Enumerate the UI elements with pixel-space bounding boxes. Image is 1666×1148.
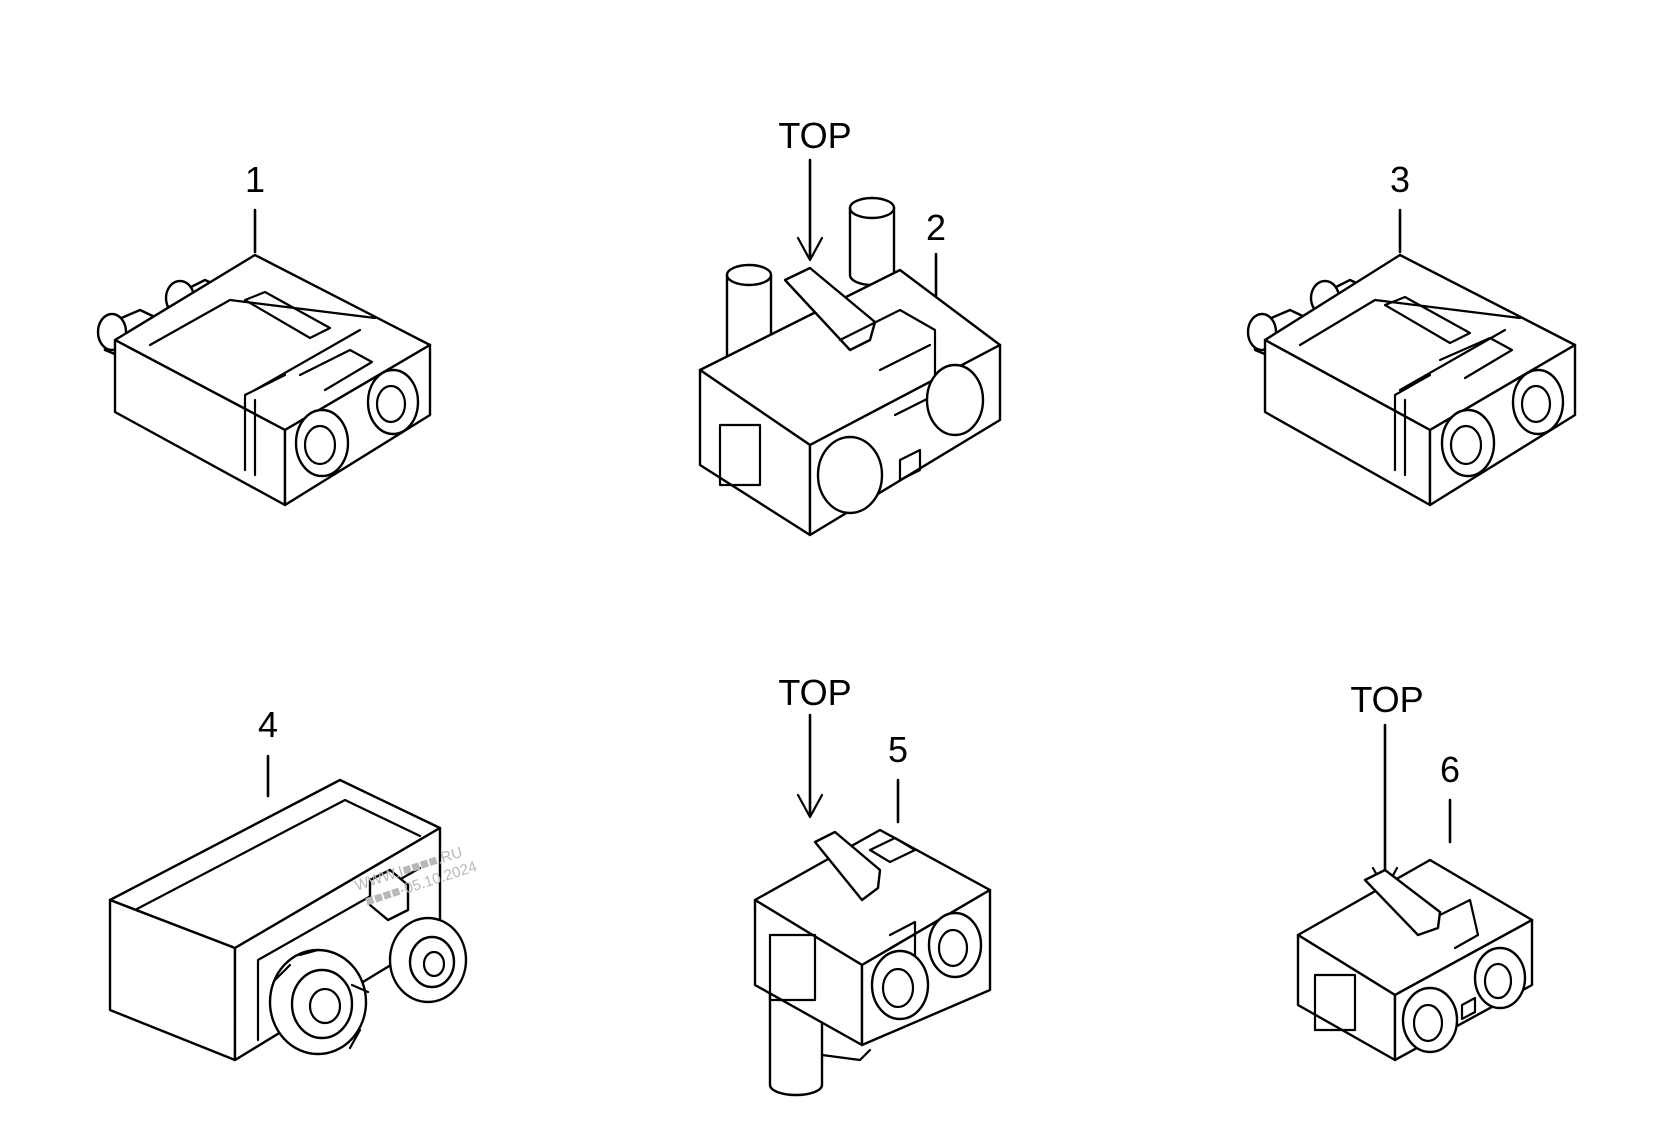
top-label-2: TOP xyxy=(778,115,851,156)
arrow-down-icon xyxy=(796,793,824,819)
part-1-group: 1 xyxy=(96,159,432,507)
callout-number-5: 5 xyxy=(888,729,908,770)
two-pin-connector-with-wires-icon xyxy=(698,196,1002,537)
callout-number-3: 3 xyxy=(1390,159,1410,200)
two-pin-connector-housing-icon xyxy=(96,253,432,507)
two-pin-connector-housing-icon xyxy=(1246,253,1577,507)
top-label-6: TOP xyxy=(1350,679,1423,720)
part-2-group: TOP 2 xyxy=(698,115,1002,537)
callout-number-4: 4 xyxy=(258,704,278,745)
part-5-group: TOP 5 xyxy=(753,672,992,1097)
top-label-5: TOP xyxy=(778,672,851,713)
part-3-group: 3 xyxy=(1246,159,1577,507)
two-pin-connector-small-icon xyxy=(1296,858,1534,1062)
arrow-down-icon xyxy=(796,236,824,262)
callout-number-6: 6 xyxy=(1440,749,1460,790)
part-4-group: 4 WWW.I■■■■.RU ■■■■-05.10.2024 xyxy=(108,704,479,1062)
callout-number-2: 2 xyxy=(926,207,946,248)
single-pin-connector-with-wire-icon xyxy=(753,828,992,1097)
callout-number-1: 1 xyxy=(245,159,265,200)
coaxial-double-connector-icon xyxy=(108,778,468,1062)
part-6-group: TOP 6 xyxy=(1296,679,1534,1062)
